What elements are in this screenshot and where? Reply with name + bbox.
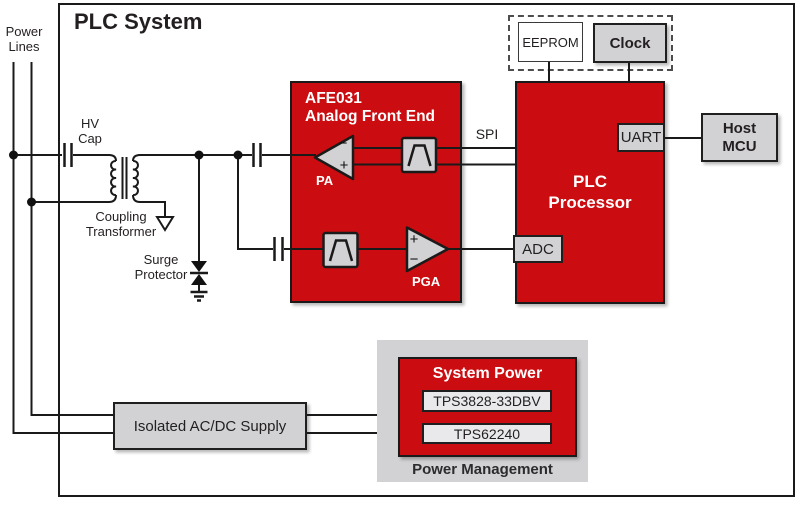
transformer-secondary-top-lead <box>132 154 252 162</box>
power-lines-label: Power Lines <box>5 24 43 55</box>
tx-bandpass-icon <box>407 144 432 167</box>
spi-bus-wires <box>437 147 515 166</box>
coupling-transformer-label: Coupling Transformer <box>85 209 157 240</box>
junction-dot <box>9 150 18 160</box>
power-line-1-wire <box>12 62 113 434</box>
pa-input-wires <box>353 147 402 166</box>
pga-inverting-input-sign: − <box>409 251 419 268</box>
clock-block: Clock <box>593 23 667 63</box>
eeprom-block: EEPROM <box>518 22 583 62</box>
hv-cap-icon <box>63 143 73 167</box>
chassis-ground-triangle-icon <box>155 216 175 232</box>
host-mcu-block: Host MCU <box>701 113 778 162</box>
coupling-cap-rx-icon <box>273 237 284 261</box>
transformer-secondary-winding-icon <box>132 159 139 197</box>
pga-label: PGA <box>412 274 441 289</box>
tvs-diode-bottom-icon <box>191 274 207 285</box>
rx-bandpass-icon <box>328 239 354 262</box>
system-power-title: System Power <box>432 365 543 382</box>
rx-branch-wire <box>237 155 273 250</box>
coupling-cap-tx-icon <box>252 143 262 167</box>
supply-to-power-wires <box>307 414 377 434</box>
power-management-caption: Power Management <box>412 461 553 478</box>
pa-inverting-input-sign: − <box>338 135 348 152</box>
memory-clock-group <box>508 15 673 71</box>
tps3828-chip: TPS3828-33DBV <box>422 390 552 412</box>
pga-amplifier-icon <box>405 226 450 273</box>
afe031-title: AFE031 Analog Front End <box>305 90 436 126</box>
pa-label: PA <box>316 173 334 188</box>
tps62240-chip: TPS62240 <box>422 423 552 444</box>
power-line-2-wire <box>30 62 113 416</box>
surge-protector-label: Surge Protector <box>134 252 188 283</box>
junction-dot <box>233 150 243 160</box>
transformer-primary-top-lead <box>73 154 117 162</box>
junction-dot <box>27 197 36 207</box>
uart-block: UART <box>617 123 665 152</box>
transformer-primary-winding-icon <box>110 159 117 197</box>
ground-icon <box>190 290 208 302</box>
spi-bus-label: SPI <box>475 126 499 142</box>
afe031-block: AFE031 Analog Front End <box>290 81 462 303</box>
pga-noninverting-input-sign: + <box>409 231 419 248</box>
transformer-core-icon <box>121 157 128 199</box>
isolated-acdc-supply-block: Isolated AC/DC Supply <box>113 402 307 450</box>
adc-block: ADC <box>513 235 563 263</box>
rx-filter-block <box>322 231 359 269</box>
tx-filter-block <box>400 136 438 174</box>
pa-amplifier-icon <box>313 134 355 181</box>
transformer-secondary-bottom-lead <box>132 194 166 216</box>
transformer-primary-bottom-lead <box>31 194 117 203</box>
page-title: PLC System <box>74 9 203 34</box>
pa-noninverting-input-sign: + <box>339 157 349 174</box>
junction-dot <box>194 150 204 160</box>
plc-processor-block: PLC Processor <box>515 81 665 304</box>
system-boundary-frame <box>58 3 795 497</box>
tvs-diode-top-icon <box>191 261 207 272</box>
hv-cap-label: HV Cap <box>78 116 102 147</box>
